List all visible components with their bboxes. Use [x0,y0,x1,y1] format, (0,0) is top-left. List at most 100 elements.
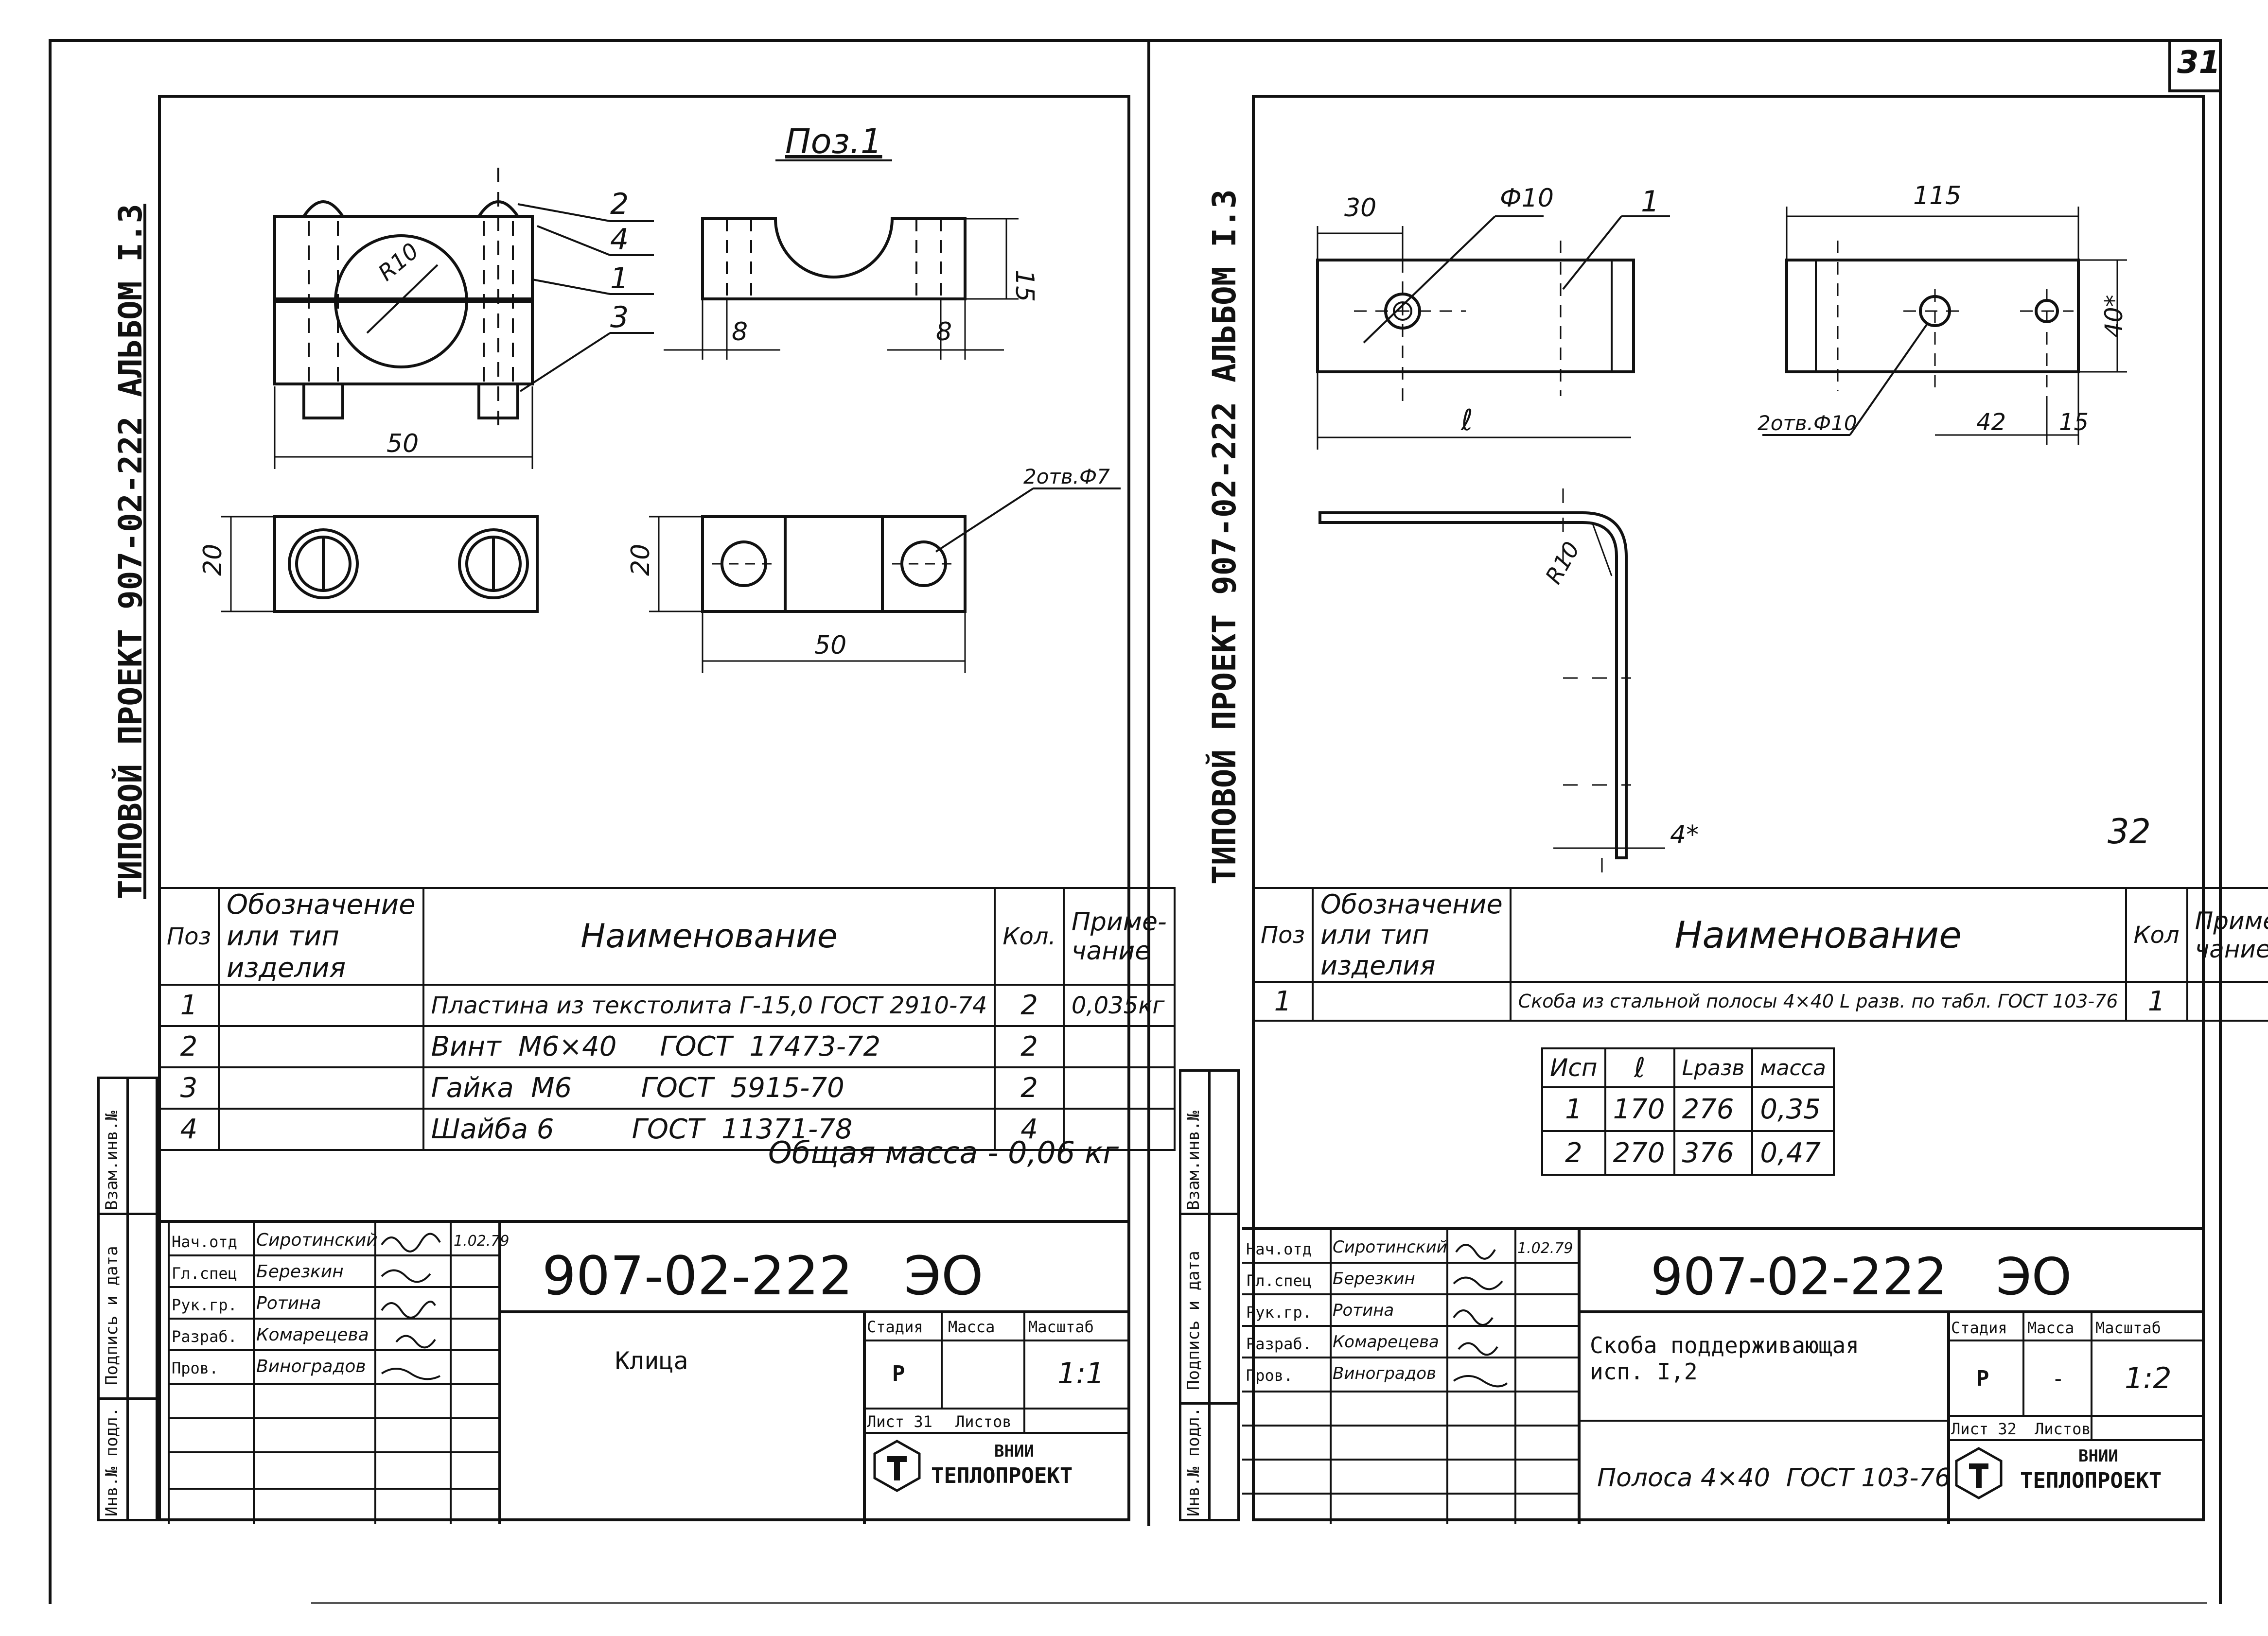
role-chief-spec: Гл.спец [172,1264,237,1283]
leader-3: 3 [610,300,629,334]
plate-profile [701,217,967,300]
right-drawing-frame [1252,95,2205,1521]
dim-4: 4* [1670,820,1699,850]
role-checker: Пров. [1246,1366,1293,1385]
role-group-lead: Рук.гр. [172,1296,237,1314]
stage-label: Стадия [867,1318,923,1336]
name-chief-spec: Березкин [1333,1269,1415,1288]
stage-value: Р [892,1361,905,1386]
leader-2: 2 [610,187,629,221]
spec-header-qty: Кол [2125,887,2188,983]
name-chief-spec: Березкин [256,1262,344,1282]
nut-left [302,383,344,419]
right-drawings: 30 Ф10 1 ℓ 115 40* 2отв.Ф10 42 15 R10 4*… [1316,181,2151,872]
doc-code: 907-02-222 ЭО [542,1245,984,1307]
org-name: ТЕПЛОПРОЕКТ [931,1463,1073,1488]
spec-header-designation: Обозначение или тип изделия [217,887,424,986]
dim-20-right: 20 [626,544,655,576]
bottom-rule [311,1602,2207,1604]
sheet-mark-32: 32 [2108,812,2151,852]
org-logo-icon [873,1440,921,1492]
right-title-block: Нач.отд Гл.спец Рук.гр. Разраб. Пров. Си… [1242,1227,2205,1524]
spec-pos: 1 [1252,981,1314,1022]
spec-qty: 4 [994,1108,1065,1151]
spec-designation [1311,981,1512,1022]
dim-20-left: 20 [198,544,228,576]
spec-name: Винт М6×40 ГОСТ 17473-72 [422,1025,996,1068]
bracket-end-view [1785,259,2080,373]
role-developer: Разраб. [172,1327,237,1346]
dim-r10-bend: R10 [1540,537,1585,588]
name-group-lead: Ротина [1333,1301,1394,1320]
dim-42: 42 [1976,409,2006,436]
exec-variant: 2 [1541,1130,1606,1176]
spec-header-designation: Обозначение или тип изделия [1311,887,1512,983]
table-row: 4 Шайба 6 ГОСТ 11371-78 4 [158,1108,1176,1151]
name-head: Сиротинский [1333,1237,1447,1257]
table-row: 1 Пластина из текстолита Г-15,0 ГОСТ 291… [158,984,1176,1027]
spec-qty: 2 [994,1066,1065,1110]
clamp-lower-plate [273,300,534,385]
left-side-stamp-column [97,1077,158,1521]
exec-variant: 1 [1541,1086,1606,1132]
mass-value: - [2052,1366,2065,1391]
total-mass: Общая масса - 0,06 кг [768,1135,1119,1170]
spec-header-note: Приме-чание [1062,887,1176,986]
spec-name: Шайба 6 ГОСТ 11371-78 [422,1108,996,1151]
page-number: 31 [2177,45,2221,81]
left-side-title: ТИПОВОЙ ПРОЕКТ 907-02-222 АЛЬБОМ I.3 [112,204,149,899]
dim-phi10: Ф10 [1500,184,1554,213]
role-chief-spec: Гл.спец [1246,1271,1312,1290]
bracket-l-profile [1319,511,1628,859]
date: 1.02.79 [1517,1240,1573,1257]
leader-1: 1 [610,261,629,296]
exec-header-lrazv: Lразв [1673,1047,1754,1088]
role-head: Нач.отд [1246,1240,1312,1258]
left-drawings: Поз.1 2 4 1 3 R10 50 15 8 8 20 20 50 2от… [198,122,1121,673]
signatures [1453,1244,1508,1388]
leader-4: 4 [610,223,629,257]
material: Полоса 4×40 ГОСТ 103-76 [1597,1463,1951,1493]
name-head: Сиротинский [256,1230,378,1250]
spec-designation [217,1025,424,1068]
spec-pos: 1 [158,984,220,1027]
exec-l: 270 [1604,1130,1675,1176]
spec-note [2186,981,2268,1022]
spec-designation [217,1108,424,1151]
side-stamp-replaced: Взам.инв.№ [1184,1111,1203,1210]
spec-note [1062,1108,1176,1151]
sheets-label: Листов [955,1412,1012,1431]
right-side-title: ТИПОВОЙ ПРОЕКТ 907-02-222 АЛЬБОМ I.3 [1206,189,1243,885]
scale-value: 1:1 [1057,1357,1105,1391]
scale-label: Масштаб [1028,1318,1094,1336]
dim-holes-10: 2отв.Ф10 [1758,411,1857,435]
name-developer: Комарецева [1333,1332,1439,1352]
dim-15-right: 15 [2059,409,2089,436]
exec-l: 170 [1604,1086,1675,1132]
dim-115: 115 [1913,181,1961,210]
role-group-lead: Рук.гр. [1246,1303,1312,1322]
table-row: 3 Гайка М6 ГОСТ 5915-70 2 [158,1066,1176,1110]
page-number-box [2168,39,2222,92]
role-head: Нач.отд [172,1233,237,1251]
dim-50-bottom: 50 [814,631,846,660]
spec-pos: 3 [158,1066,220,1110]
stage-label: Стадия [1951,1319,2007,1337]
scale-value: 1:2 [2125,1361,2172,1395]
table-row: 1 170 276 0,35 [1541,1086,1835,1132]
item-name: Клица [615,1347,688,1375]
name-developer: Комарецева [256,1325,369,1345]
org-name: ТЕПЛОПРОЕКТ [2020,1468,2162,1493]
left-drawing-frame [158,95,1130,1521]
spec-pos: 4 [158,1108,220,1151]
spec-note [1062,1025,1176,1068]
role-checker: Пров. [172,1359,219,1377]
left-title-block: Нач.отд Гл.спец Рук.гр. Разраб. Пров. Си… [158,1220,1130,1524]
stage-value: Р [1976,1366,1989,1391]
dim-40: 40* [2100,295,2128,338]
table-row: 2 Винт М6×40 ГОСТ 17473-72 2 [158,1025,1176,1068]
screw-head-left [302,200,344,217]
spec-name: Гайка М6 ГОСТ 5915-70 [422,1066,996,1110]
left-spec-table: Поз Обозначение или тип изделия Наименов… [158,887,1176,1151]
dim-holes-7: 2отв.Ф7 [1023,465,1110,488]
